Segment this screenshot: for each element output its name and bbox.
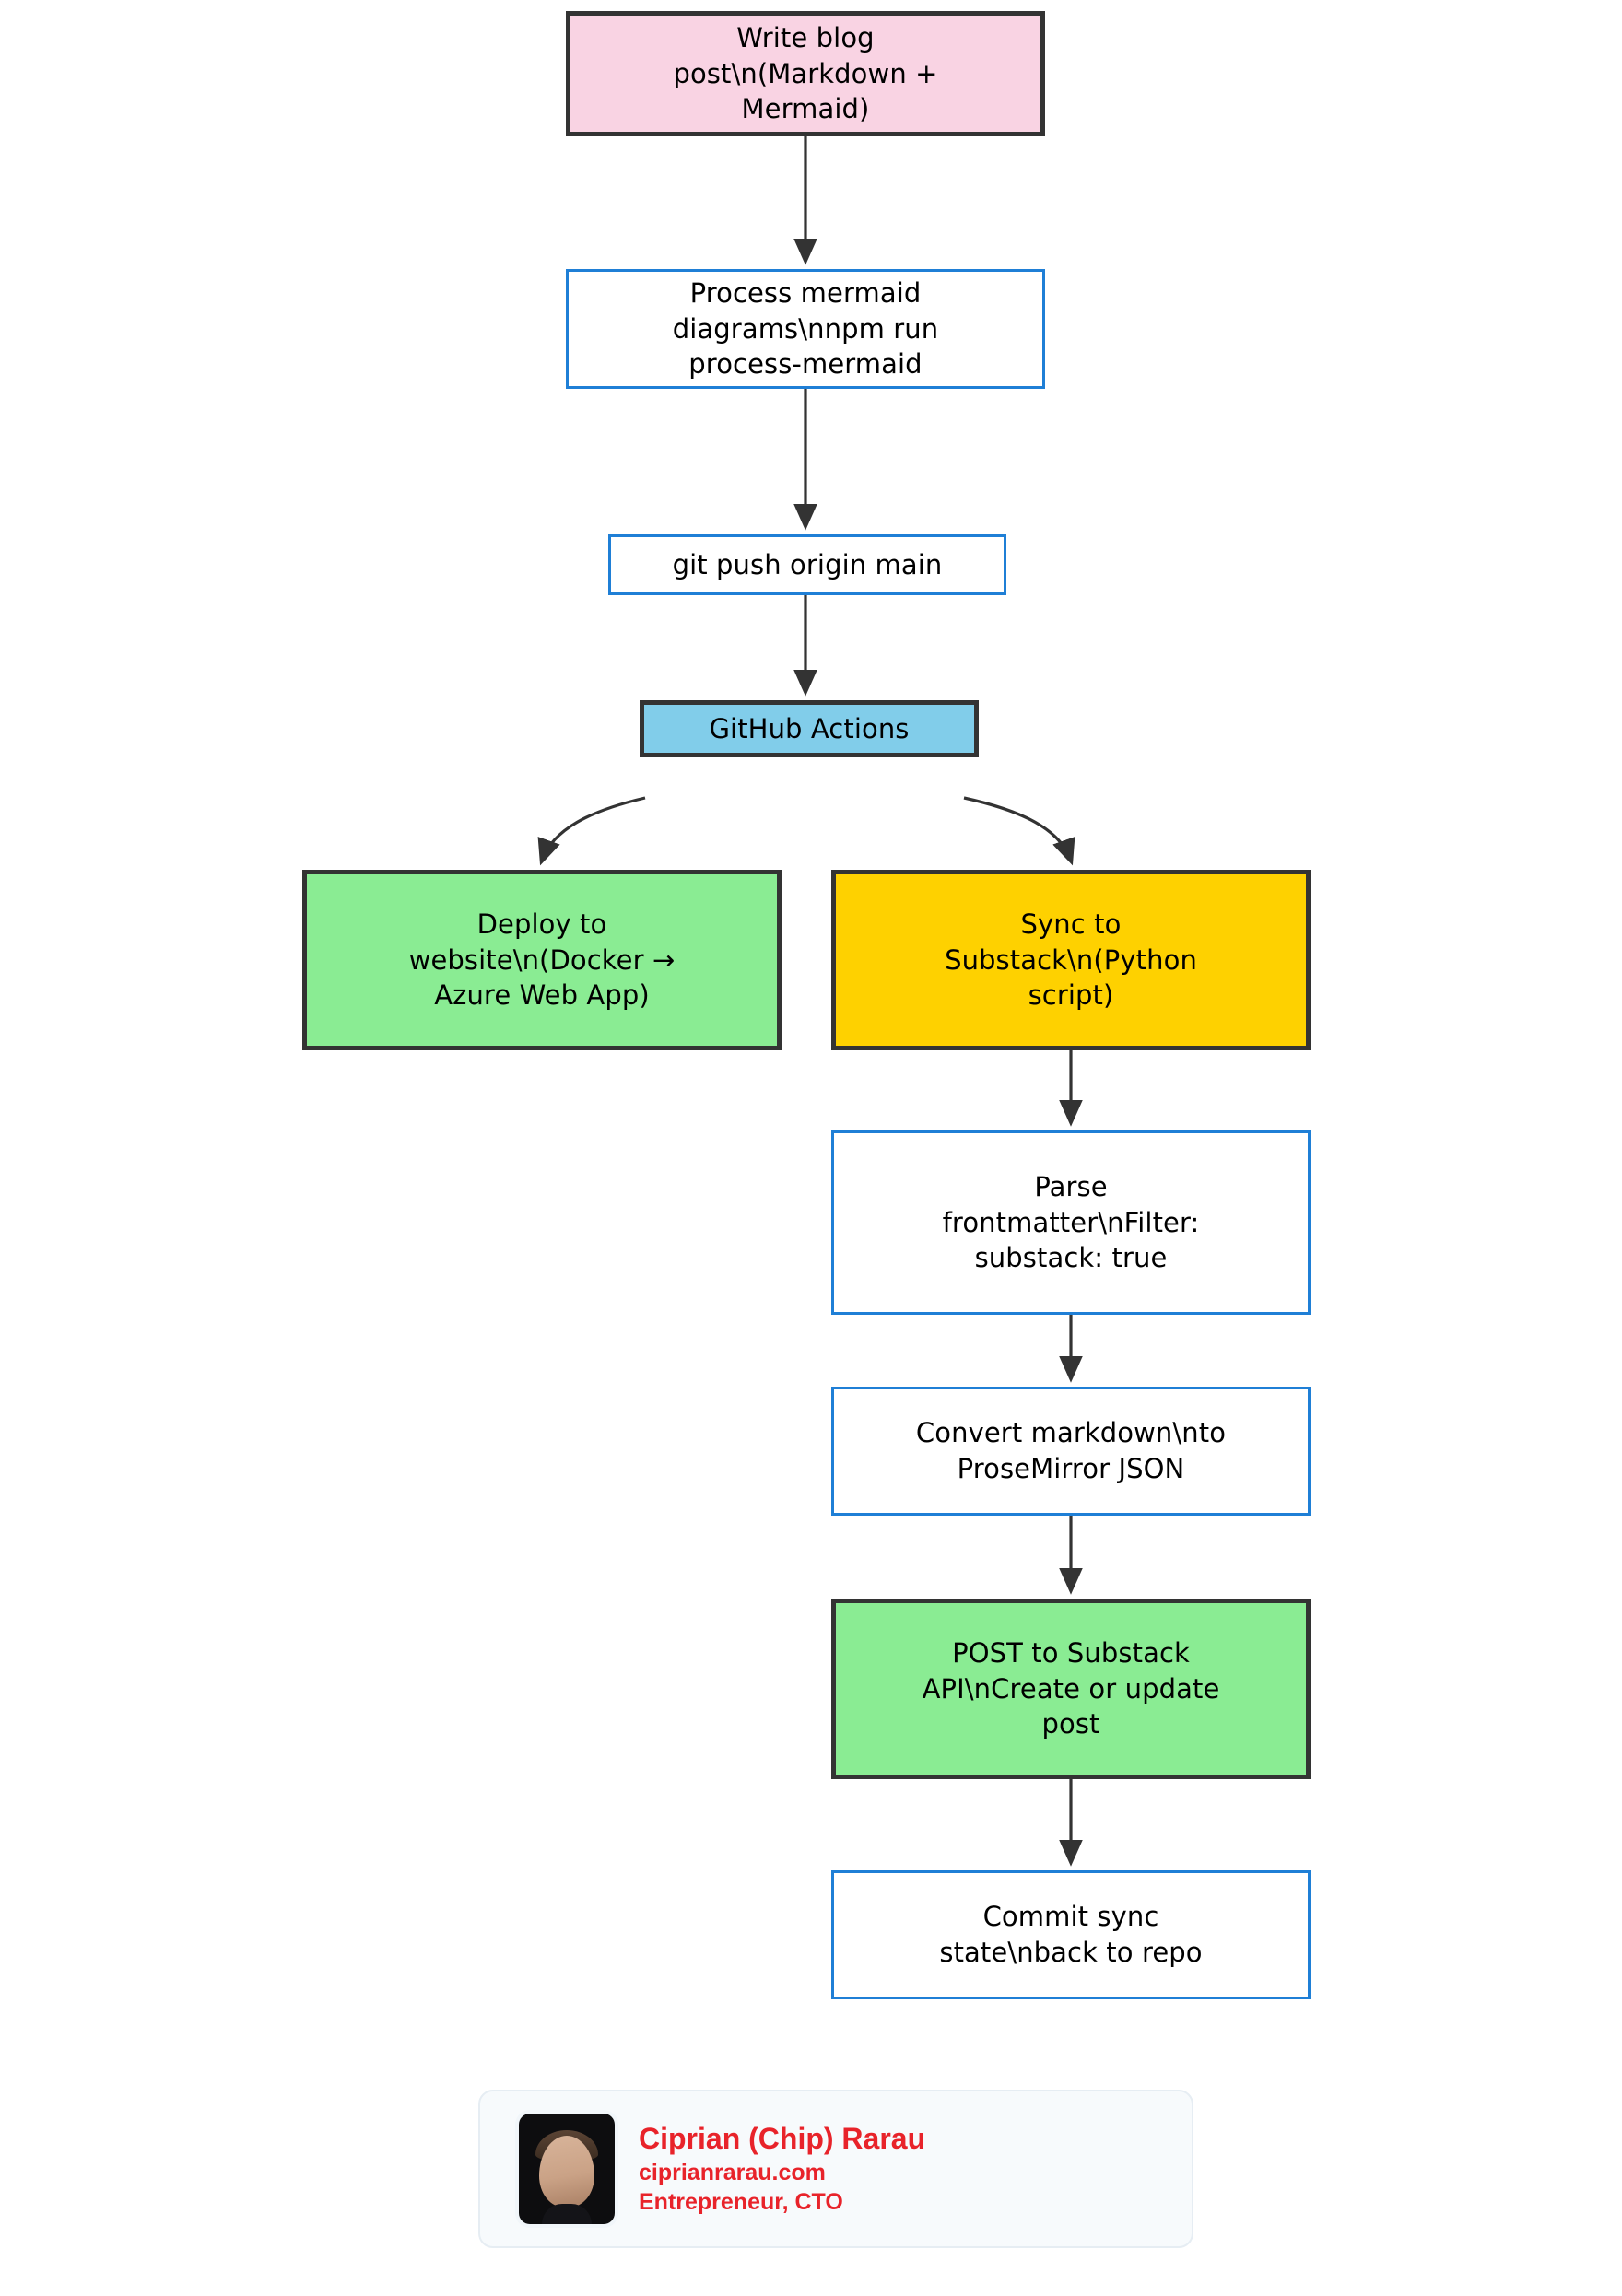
node-post-to-substack-api[interactable]: POST to Substack API\nCreate or update p… <box>831 1599 1311 1779</box>
signature-website[interactable]: ciprianrarau.com <box>639 2159 826 2185</box>
node-sync-to-substack[interactable]: Sync to Substack\n(Python script) <box>831 870 1311 1050</box>
avatar-shoulders <box>542 2204 592 2224</box>
signature-card[interactable]: Ciprian (Chip) Rarau ciprianrarau.com En… <box>478 2090 1193 2248</box>
edge-actions-to-deploy <box>537 796 646 866</box>
edge-actions-to-sync <box>963 796 1075 866</box>
signature-text-block: Ciprian (Chip) Rarau ciprianrarau.com En… <box>639 2121 925 2216</box>
node-convert-markdown[interactable]: Convert markdown\nto ProseMirror JSON <box>831 1387 1311 1516</box>
node-write-blog-post[interactable]: Write blog post\n(Markdown + Mermaid) <box>566 11 1045 136</box>
node-git-push-origin-main[interactable]: git push origin main <box>608 534 1006 595</box>
node-github-actions[interactable]: GitHub Actions <box>640 700 979 757</box>
node-parse-frontmatter[interactable]: Parse frontmatter\nFilter: substack: tru… <box>831 1130 1311 1315</box>
node-process-mermaid-diagrams[interactable]: Process mermaid diagrams\nnpm run proces… <box>566 269 1045 389</box>
avatar <box>519 2114 615 2224</box>
signature-role: Entrepreneur, CTO <box>639 2188 843 2215</box>
node-deploy-to-website[interactable]: Deploy to website\n(Docker → Azure Web A… <box>302 870 782 1050</box>
avatar-face <box>539 2136 594 2208</box>
node-commit-sync-state[interactable]: Commit sync state\nback to repo <box>831 1870 1311 1999</box>
signature-name: Ciprian (Chip) Rarau <box>639 2122 926 2156</box>
